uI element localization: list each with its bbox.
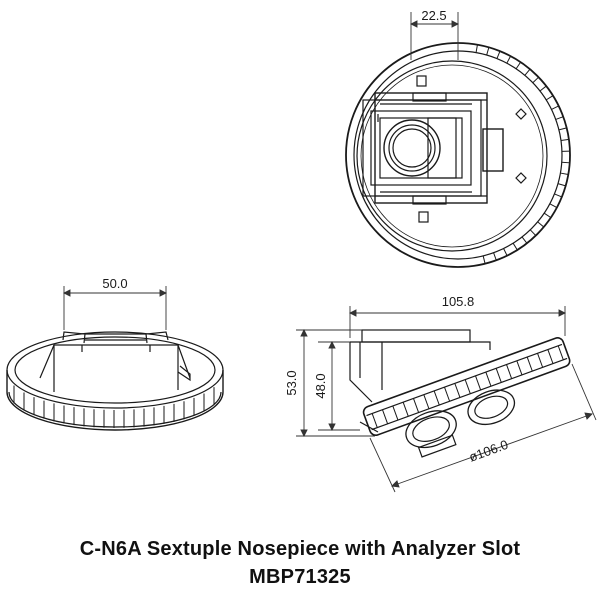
label-left-width: 50.0 xyxy=(102,276,127,291)
side-view-tilted-disc xyxy=(362,337,571,436)
knurl-line xyxy=(392,405,399,421)
knurl-line xyxy=(549,203,558,209)
label-top-width: 22.5 xyxy=(421,8,446,23)
top-view-knurling xyxy=(475,44,570,264)
knurl-line xyxy=(495,368,502,383)
knurl-line xyxy=(554,193,563,198)
left-view-disc-side xyxy=(6,370,224,431)
knurl-line xyxy=(454,383,461,398)
label-side-diameter: ø106.0 xyxy=(467,437,510,465)
dimension-left-width xyxy=(62,286,168,330)
knurl-line xyxy=(543,212,552,219)
knurl-line xyxy=(551,105,559,110)
dimension-top-width xyxy=(409,12,460,60)
knurl-line xyxy=(506,364,513,379)
knurl-line xyxy=(545,95,554,101)
left-view-slot-housing xyxy=(39,344,191,379)
top-view-objective-port xyxy=(383,119,441,177)
knurl-line xyxy=(532,76,539,84)
left-view xyxy=(6,331,224,431)
knurl-line xyxy=(486,47,490,56)
knurl-line xyxy=(402,402,409,417)
knurl-line xyxy=(423,394,430,409)
dimension-side-overall-width xyxy=(348,306,567,338)
dimension-side-overall-height xyxy=(296,328,375,438)
knurl-line xyxy=(524,68,531,76)
knurl-line xyxy=(521,236,528,244)
knurl-line xyxy=(506,55,512,64)
caption-title: C-N6A Sextuple Nosepiece with Analyzer S… xyxy=(79,538,521,560)
dimension-side-diameter xyxy=(369,363,597,493)
side-view-knurling xyxy=(371,345,564,428)
knurl-line xyxy=(561,161,570,164)
knurl-line xyxy=(413,398,420,413)
dimension-side-inner-height xyxy=(318,340,360,432)
knurl-line xyxy=(433,390,440,406)
knurl-line xyxy=(560,172,569,175)
knurl-line xyxy=(464,379,471,394)
knurl-line xyxy=(558,127,567,131)
knurl-line xyxy=(537,353,544,368)
knurl-line xyxy=(512,242,518,251)
top-view xyxy=(345,42,571,268)
knurl-line xyxy=(371,413,378,428)
knurl-line xyxy=(475,375,482,391)
knurl-line xyxy=(516,360,523,376)
knurl-line xyxy=(382,409,389,424)
knurl-line xyxy=(557,345,564,361)
knurl-line xyxy=(526,356,533,372)
knurl-line xyxy=(444,386,451,402)
knurl-line xyxy=(496,50,501,59)
knurl-line xyxy=(482,255,486,264)
left-view-disc-top xyxy=(6,331,224,409)
left-view-knurling xyxy=(13,385,215,428)
knurl-line xyxy=(547,349,554,364)
knurl-line xyxy=(557,183,566,187)
caption-part-number: MBP71325 xyxy=(249,566,351,588)
technical-drawing: 22.5 50.0 xyxy=(6,8,597,493)
top-view-inner-body xyxy=(356,60,548,252)
knurl-line xyxy=(475,44,478,53)
side-view-objective-ports xyxy=(405,389,516,458)
label-side-inner-height: 48.0 xyxy=(313,373,328,398)
side-view-slot-block xyxy=(361,329,471,343)
label-side-overall-width: 105.8 xyxy=(442,294,475,309)
knurl-line xyxy=(493,252,497,261)
knurl-line xyxy=(539,85,547,92)
top-view-side-tab xyxy=(482,128,504,172)
knurl-line xyxy=(560,138,569,142)
knurl-line xyxy=(485,371,492,387)
knurl-line xyxy=(503,248,508,256)
knurl-line xyxy=(529,229,537,236)
side-view xyxy=(349,329,571,458)
knurl-line xyxy=(537,221,545,228)
label-side-overall-height: 53.0 xyxy=(284,370,299,395)
knurl-line xyxy=(555,116,564,120)
knurl-line xyxy=(515,61,522,70)
